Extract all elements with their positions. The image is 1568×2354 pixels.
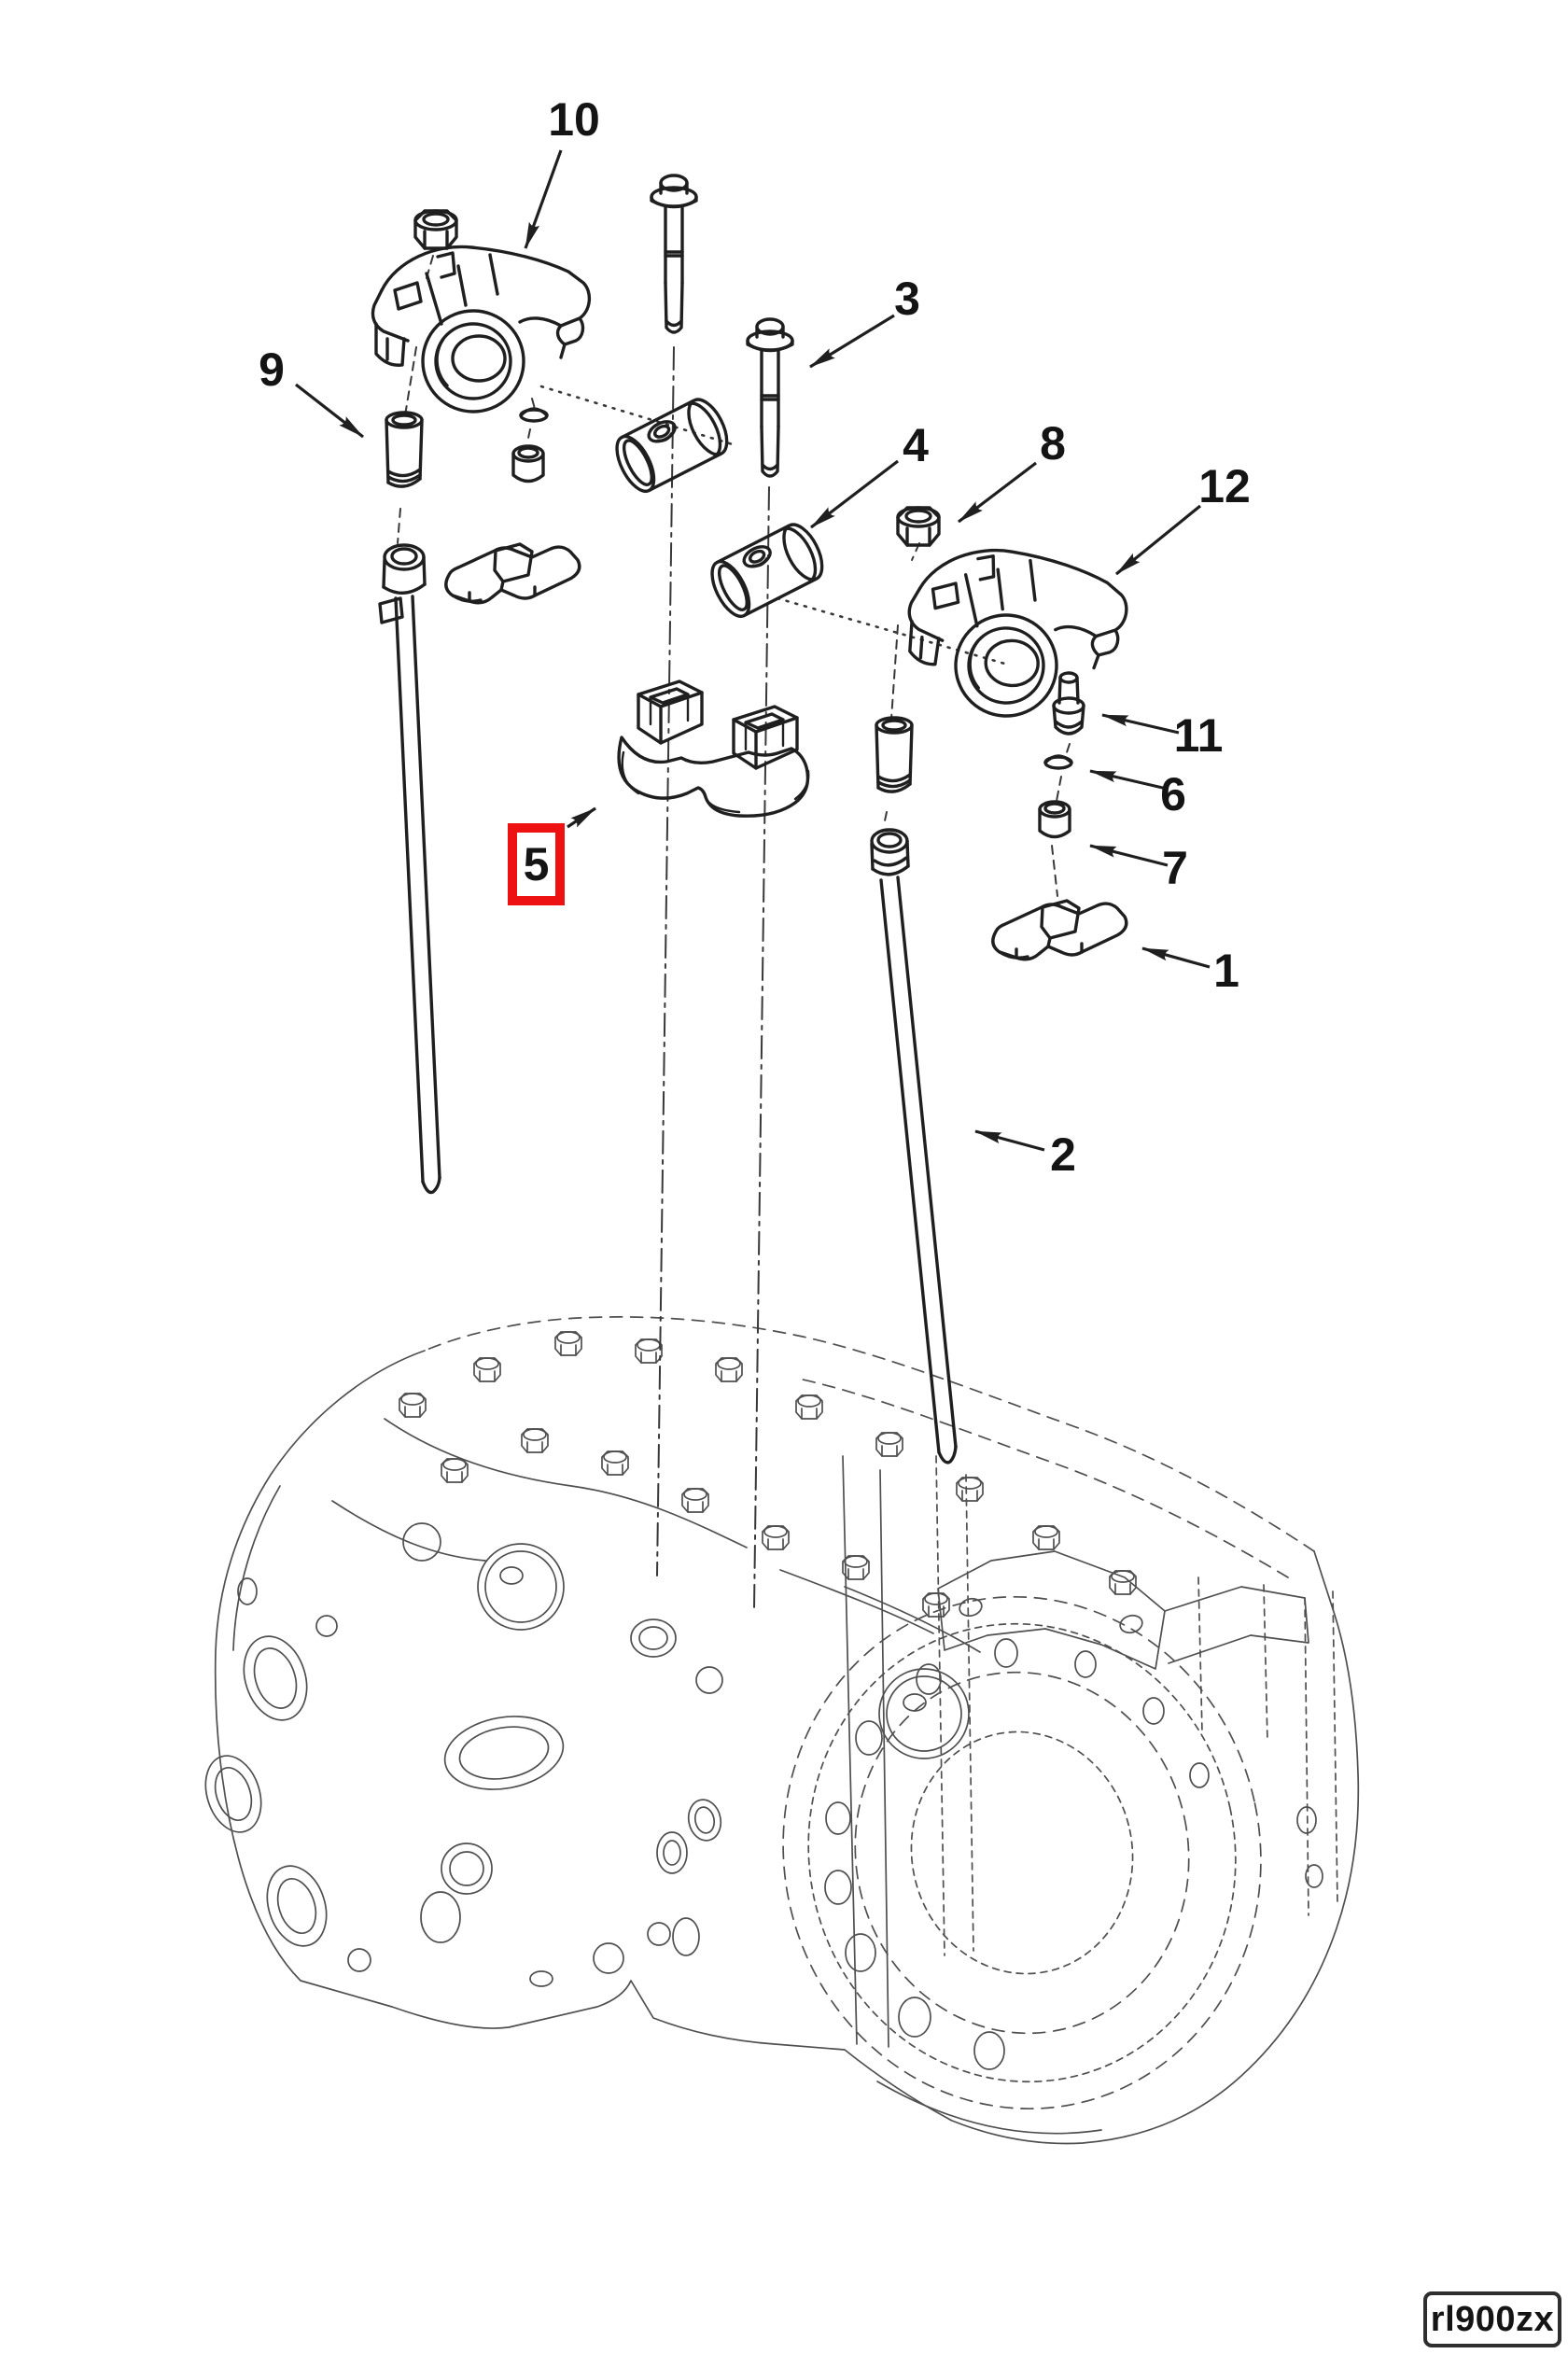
- callout-8: 8: [1040, 417, 1066, 469]
- dome-washer-item-6: [1043, 754, 1073, 770]
- figure-code-badge: rl900zx: [1423, 2291, 1561, 2347]
- push-rod-guide-item-5: [617, 680, 810, 818]
- callout-6: 6: [1160, 768, 1186, 820]
- callout-7: 7: [1162, 842, 1188, 894]
- assembly-axis-lines: [397, 255, 1071, 1610]
- lock-nut-item-8: [896, 506, 941, 547]
- callout-5: 5: [523, 838, 550, 890]
- mounting-bolt-center: [650, 174, 698, 334]
- lock-nut-left: [413, 209, 458, 250]
- callout-1: 1: [1213, 945, 1239, 997]
- callout-11: 11: [1173, 709, 1224, 762]
- valve-stem-cap-right: [875, 716, 914, 793]
- callout-2: 2: [1050, 1128, 1076, 1181]
- callout-arrows: [295, 149, 1211, 1152]
- callout-12: 12: [1198, 460, 1251, 512]
- adjusting-screw-item-11: [1052, 671, 1085, 736]
- retainer-wedge-item-1: [991, 899, 1128, 961]
- callout-4: 4: [903, 419, 929, 471]
- push-rod-item-2: [870, 828, 958, 1464]
- rocker-arm-right-item-12: [901, 542, 1132, 726]
- cylinder-head-block: [204, 1316, 1360, 2145]
- callout-3: 3: [894, 273, 920, 325]
- mounting-bolt-item-3: [746, 317, 794, 478]
- valve-stem-cap-item-9: [385, 411, 424, 488]
- callout-9: 9: [259, 343, 285, 396]
- retainer-wedge-left: [444, 542, 581, 605]
- wear-cup-item-7: [1038, 800, 1071, 839]
- wear-cup-left: [511, 444, 545, 483]
- push-rod-left: [378, 543, 441, 1195]
- highlight-box-item-5: 5: [508, 823, 565, 905]
- rocker-arm-left-item-10: [371, 245, 592, 413]
- dome-washer-left: [519, 407, 549, 423]
- callout-10: 10: [548, 93, 600, 146]
